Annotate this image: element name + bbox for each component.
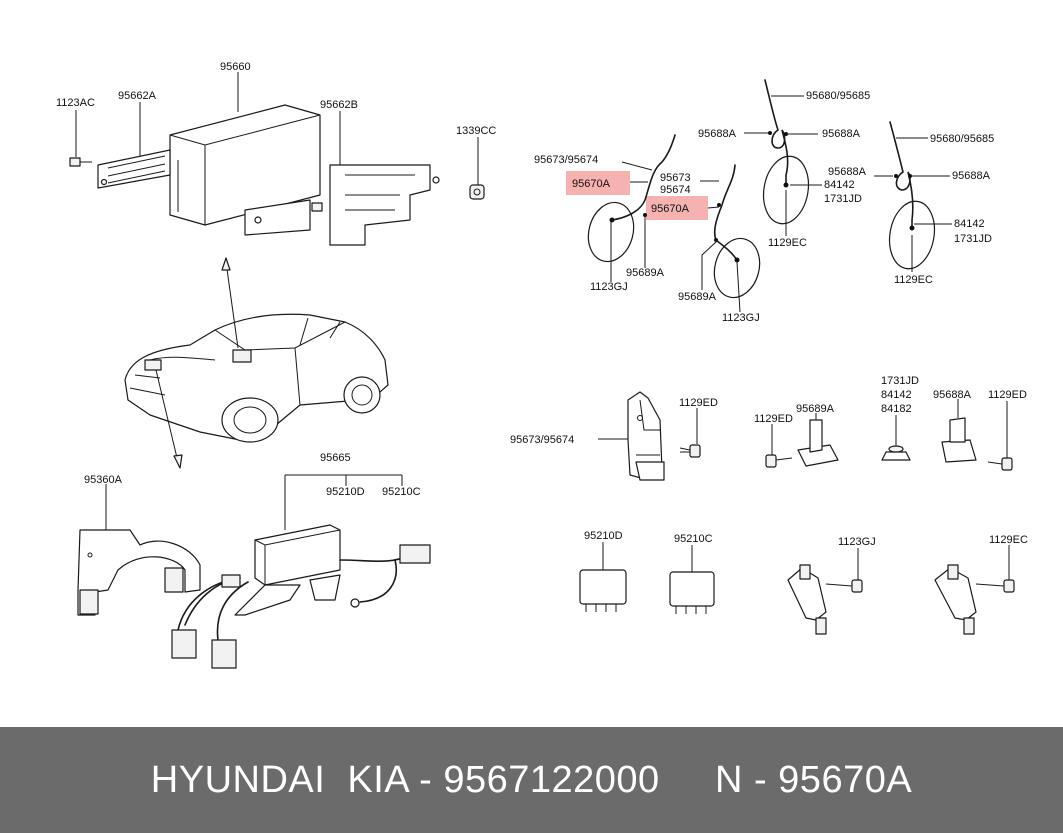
relay-95210D [579,569,627,612]
label-95210C-b: 95210C [674,533,713,545]
label-95689A-c: 95689A [796,403,835,415]
nut-1339CC [469,184,485,200]
label-95673: 95673 [660,172,691,184]
exploded-parts-diagram: 95660 1123AC 95662A 95662B 1339CC 95360A [56,61,1028,669]
label-95680-95685-b: 95680/95685 [930,133,994,145]
relay-95210C [669,571,715,614]
label-1129EC-a: 1129EC [768,237,807,249]
clip-95688A [941,417,977,463]
highlight-95670A-a [566,171,630,195]
footer-part-number-text: HYUNDAI KIA - 9567122000 N - 95670A [150,758,913,801]
ecu-module-95660 [169,104,321,226]
label-95688A-a: 95688A [698,128,737,140]
label-1123GJ-c: 1123GJ [838,536,876,548]
bolt-1123AC [69,157,92,167]
arrow-head-ecu [221,257,231,271]
label-95210D-b: 95210D [584,530,623,542]
bracket-95360A [77,529,201,616]
label-1129EC-b: 1129EC [894,274,933,286]
label-1129ED-c: 1129ED [988,389,1027,401]
label-1731JD-a: 1731JD [824,193,862,205]
label-1731JD-c: 1731JD [881,375,919,387]
arrow-to-ecu [225,261,239,349]
bolt-1129ED-b [765,454,793,468]
arrow-to-relay-box [155,369,179,463]
label-95689A-b: 95689A [678,291,717,303]
sensor-95670A-left [587,134,676,282]
bracket-95662A [97,149,171,189]
label-1123GJ-b: 1123GJ [722,312,760,324]
relay-harness-95665 [171,524,431,669]
bracket-95673-95674 [627,391,665,481]
label-95673-95674-a: 95673/95674 [534,154,598,166]
label-84182: 84182 [881,403,912,415]
label-1339CC: 1339CC [456,125,496,137]
label-95688A-d: 95688A [952,170,991,182]
label-95674: 95674 [660,184,691,196]
highlight-95670A-b [646,196,708,220]
label-84142-c: 84142 [881,389,912,401]
grommet-84142 [881,445,911,461]
label-95673-95674-b: 95673/95674 [510,434,574,446]
label-95688A-e: 95688A [933,389,972,401]
label-95660: 95660 [220,61,251,73]
label-1129EC-c: 1129EC [989,534,1028,546]
bolt-1129ED-c [987,457,1013,471]
label-95670A-b: 95670A [651,203,690,215]
wheel-sensor-rear [934,564,1015,635]
label-1123GJ-a: 1123GJ [590,281,628,293]
wheel-sensor-front [787,564,863,635]
label-1129ED-b: 1129ED [754,413,793,425]
label-95688A-b: 95688A [822,128,861,140]
clip-95689A [797,419,839,467]
label-95665: 95665 [320,452,351,464]
label-95662B: 95662B [320,99,358,111]
label-95689A-a: 95689A [626,267,665,279]
label-84142-b: 84142 [954,218,985,230]
bolt-1129ED-a [679,444,701,458]
label-1731JD-b: 1731JD [954,233,992,245]
label-95670A-a: 95670A [572,178,611,190]
car-illustration [124,313,389,443]
part-number-footer: HYUNDAI KIA - 9567122000 N - 95670A [0,727,1063,833]
arrow-head-relay [173,454,183,469]
label-95662A: 95662A [118,90,157,102]
label-84142-a: 84142 [824,179,855,191]
label-95688A-c: 95688A [828,166,867,178]
label-95210D-top: 95210D [326,486,365,498]
label-95680-95685-a: 95680/95685 [806,90,870,102]
sensor-95680-right [874,121,952,272]
sensor-95670A-right [700,164,761,313]
label-95210C-top: 95210C [382,486,421,498]
bracket-95662B [244,164,440,246]
label-1123AC: 1123AC [56,97,95,109]
label-95360A: 95360A [84,474,123,486]
label-1129ED-a: 1129ED [679,397,718,409]
sensor-95680-left [744,79,822,236]
